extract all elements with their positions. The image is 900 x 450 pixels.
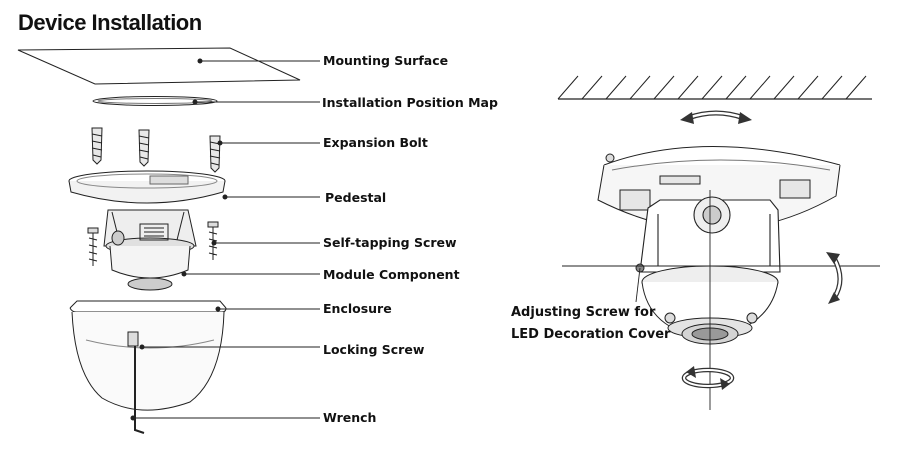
mounting-surface-plate [17, 47, 301, 85]
label-installation-position-map: Installation Position Map [322, 95, 498, 110]
enclosure-dome [69, 300, 227, 411]
label-enclosure: Enclosure [323, 301, 392, 316]
label-mounting-surface: Mounting Surface [323, 53, 449, 68]
position-map-ring [92, 96, 218, 106]
label-self-tapping-screw: Self-tapping Screw [323, 235, 457, 250]
pan-arrow-icon [680, 110, 752, 124]
expansion-bolt-left [91, 127, 103, 165]
expansion-bolt-right [209, 135, 221, 173]
wrench [134, 346, 145, 434]
rotate-arrow-icon [681, 366, 735, 390]
module-component [103, 209, 197, 291]
page-title: Device Installation [18, 10, 202, 35]
label-locking-screw: Locking Screw [323, 342, 425, 357]
label-module-component: Module Component [323, 267, 460, 282]
label-adjusting-screw-line2: LED Decoration Cover [511, 327, 671, 342]
label-adjusting-screw-line1: Adjusting Screw for [511, 305, 656, 320]
self-tapping-screw-left [87, 227, 99, 266]
label-wrench: Wrench [323, 410, 377, 425]
ceiling-hatching [557, 75, 867, 100]
pedestal [68, 170, 226, 204]
label-expansion-bolt: Expansion Bolt [323, 135, 428, 150]
expansion-bolt-middle [138, 129, 150, 167]
tilt-arrow-icon [826, 252, 843, 304]
label-pedestal: Pedestal [325, 190, 387, 205]
